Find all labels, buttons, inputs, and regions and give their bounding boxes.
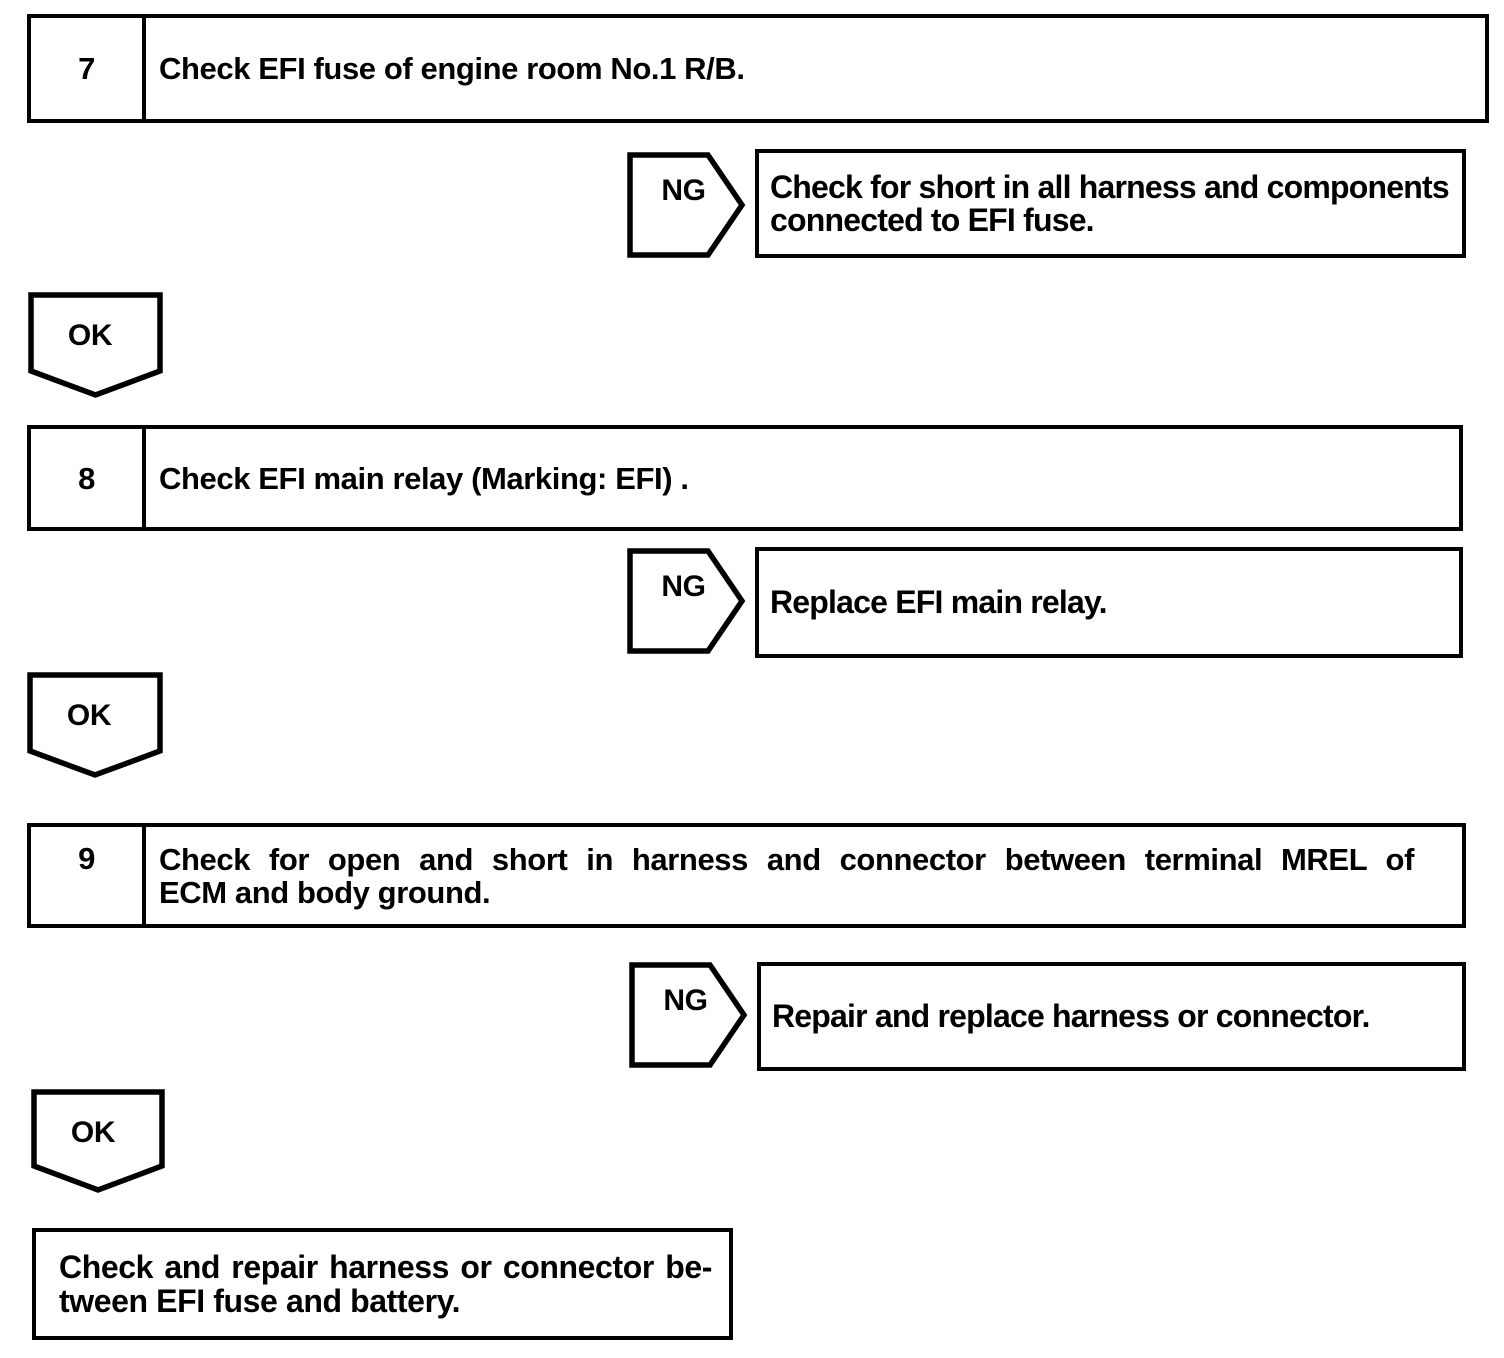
step-7-instruction-line: Check EFI fuse of engine room No.1 R/B. [159, 51, 745, 86]
ok-pentagon-shape [28, 292, 163, 398]
step-7-box: 7 Check EFI fuse of engine room No.1 R/B… [27, 14, 1489, 123]
ok-connector-1: OK [28, 292, 163, 399]
ng-result-box-2: Replace EFI main relay. [755, 547, 1463, 658]
step-7-instruction: Check EFI fuse of engine room No.1 R/B. [146, 18, 1485, 119]
final-action-line: tween EFI fuse and battery. [59, 1283, 461, 1319]
ok-pentagon-shape [27, 672, 163, 778]
ng-pentagon-shape [627, 152, 746, 258]
ng-result-line: Check for short in all harness and compo… [770, 168, 1450, 205]
ng-pentagon-shape [627, 548, 746, 654]
ng-connector-3: NG [629, 962, 748, 1068]
ng-connector-2: NG [627, 548, 746, 654]
step-9-instruction: Check for open and short in harness and … [146, 827, 1462, 924]
step-8-box: 8 Check EFI main relay (Marking: EFI) . [27, 425, 1463, 531]
ng-pentagon-shape [629, 962, 748, 1068]
ng-label-3: NG [663, 984, 708, 1017]
step-8-instruction-line: Check EFI main relay (Marking: EFI) . [159, 460, 689, 496]
step-9-instruction-line: Check for open and short in harness and … [159, 841, 1414, 877]
step-7-number: 7 [31, 18, 146, 119]
ng-result-box-1: Check for short in all harness and compo… [755, 149, 1466, 258]
ng-result-line: connected to EFI fuse. [770, 201, 1095, 238]
step-9-number: 9 [31, 827, 146, 924]
ok-connector-3: OK [31, 1089, 165, 1194]
ng-label-1: NG [661, 174, 706, 207]
ok-label-2: OK [66, 699, 112, 732]
ok-label-3: OK [70, 1116, 116, 1149]
ng-label-2: NG [661, 570, 706, 603]
final-action-box: Check and repair harness or connector be… [32, 1228, 733, 1340]
ng-result-line: Replace EFI main relay. [770, 584, 1108, 620]
ok-label-1: OK [67, 319, 113, 352]
step-8-number: 8 [31, 429, 146, 527]
ng-connector-1: NG [627, 152, 746, 258]
step-9-box: 9 Check for open and short in harness an… [27, 823, 1466, 928]
ng-result-line: Repair and replace harness or connector. [772, 998, 1370, 1034]
ok-connector-2: OK [27, 672, 163, 779]
ok-pentagon-shape [31, 1089, 165, 1193]
final-action-line: Check and repair harness or connector be… [59, 1249, 712, 1285]
step-9-instruction-line: ECM and body ground. [159, 874, 491, 910]
step-8-instruction: Check EFI main relay (Marking: EFI) . [146, 429, 1459, 527]
ng-result-box-3: Repair and replace harness or connector. [757, 962, 1466, 1071]
